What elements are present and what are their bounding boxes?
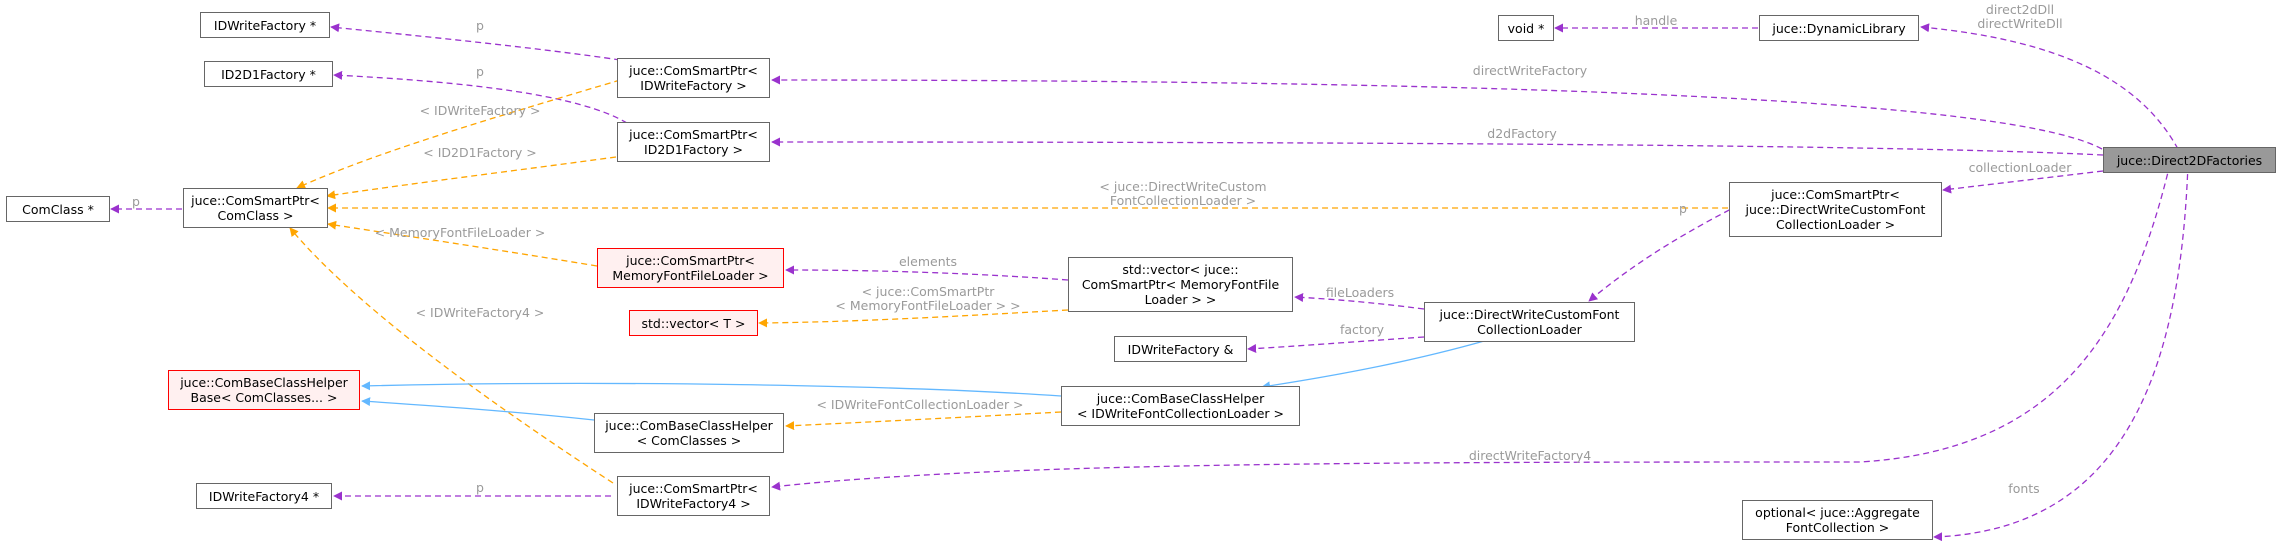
node-text: ComClass > [217,208,294,223]
node-direct2d-factories[interactable]: juce::Direct2DFactories [2103,147,2276,173]
node-dynamic-library[interactable]: juce::DynamicLibrary [1759,15,1919,41]
edge-factory [1247,336,1425,354]
node-combaseclasshelperbase[interactable]: juce::ComBaseClassHelper Base< ComClasse… [168,370,360,410]
node-id2d1factory-ptr[interactable]: ID2D1Factory * [204,61,333,87]
node-comsmartptr-idwritefactory4[interactable]: juce::ComSmartPtr< IDWriteFactory4 > [617,476,770,516]
node-text: ComClass * [22,201,94,217]
node-text: FontCollection > [1785,520,1890,535]
edge-tmpl-comsmartptr-memloader [758,309,1069,328]
edge-collectionloader [1942,170,2104,194]
edge-label-template: < IDWriteFactory > [419,103,541,118]
node-comclass-ptr[interactable]: ComClass * [6,196,110,222]
node-std-vector-t[interactable]: std::vector< T > [629,310,758,336]
node-text: std::vector< T > [641,315,746,331]
edge-label-p: p [476,64,484,79]
node-text: ID2D1Factory > [644,142,743,157]
edge-label-directwritefactory: directWriteFactory [1472,63,1588,78]
edge-label-p: p [132,194,140,209]
node-directwrite-customfontcollectionloader[interactable]: juce::DirectWriteCustomFont CollectionLo… [1424,302,1635,342]
node-text: juce::ComSmartPtr< [1771,187,1900,202]
edge-label-elements: elements [898,254,958,269]
node-text: void * [1507,20,1545,36]
edge-label-p: p [476,480,484,495]
edge-inherit-collectionloader [1261,336,1499,391]
edge-tmpl-idwritefactory [296,79,621,189]
edge-label-handle: handle [1634,13,1678,28]
node-combaseclasshelper-idwritefontcollectionloader[interactable]: juce::ComBaseClassHelper < IDWriteFontCo… [1061,386,1300,426]
edge-d2dfactory [771,137,2104,156]
node-idwritefactory4-ptr[interactable]: IDWriteFactory4 * [196,483,332,509]
node-text: IDWriteFactory * [213,17,317,33]
node-text: IDWriteFactory & [1127,341,1234,357]
edge-label-direct2ddll: direct2dDll directWriteDll [1977,2,2063,31]
edge-label-template: < MemoryFontFileLoader > [374,225,546,240]
edge-tmpl-memloader [327,220,598,267]
edge-label-template: < juce::DirectWriteCustom FontCollection… [1099,179,1267,208]
node-text: < ComClasses > [636,433,742,448]
edge-label-d2dfactory: d2dFactory [1487,126,1557,141]
edge-label-fonts: fonts [2008,481,2040,496]
node-text: juce::ComSmartPtr< [626,253,755,268]
node-text: juce::ComBaseClassHelper [605,418,773,433]
node-text: juce::Direct2DFactories [2116,152,2263,168]
node-text: Loader > > [1144,292,1217,307]
edge-tmpl-id2d1factory [326,156,617,200]
edge-label-template: < ID2D1Factory > [423,145,537,160]
node-text: IDWriteFactory > [640,78,747,93]
edge-inherit-base-from-collectionloaderhelper [361,381,1062,397]
node-comsmartptr-idwritefactory[interactable]: juce::ComSmartPtr< IDWriteFactory > [617,58,770,98]
node-text: juce::ComSmartPtr< [629,127,758,142]
node-combaseclasshelper-comclasses[interactable]: juce::ComBaseClassHelper < ComClasses > [594,413,784,453]
edge-inherit-base-from-comclasses [361,397,595,421]
edge-elements [785,265,1069,281]
node-void-ptr[interactable]: void * [1498,15,1554,41]
node-text: juce::DirectWriteCustomFont [1745,202,1926,217]
node-comsmartptr-customfontcollectionloader[interactable]: juce::ComSmartPtr< juce::DirectWriteCust… [1729,182,1942,237]
edge-label-collectionloader: collectionLoader [1968,160,2072,175]
edge-fonts [1933,163,2189,542]
edge-label-directwritefactory4: directWriteFactory4 [1468,448,1592,463]
node-text: optional< juce::Aggregate [1755,505,1920,520]
node-idwritefactory-ptr[interactable]: IDWriteFactory * [200,12,330,38]
node-text: juce::DirectWriteCustomFont [1439,307,1620,322]
edge-label-template: < IDWriteFontCollectionLoader > [816,397,1024,412]
node-text: juce::ComSmartPtr< [629,63,758,78]
node-idwritefactory-ref[interactable]: IDWriteFactory & [1114,336,1247,362]
edge-p-id2d1factory [333,70,628,124]
node-optional-aggregate-fontcollection[interactable]: optional< juce::Aggregate FontCollection… [1742,500,1933,540]
node-text: ID2D1Factory * [221,66,316,82]
edge-directwritefactory [771,75,2103,150]
node-text: CollectionLoader > [1775,217,1896,232]
node-text: Base< ComClasses... > [190,390,338,405]
edge-direct2ddll [1920,23,2179,150]
node-text: ComSmartPtr< MemoryFontFile [1081,277,1280,292]
node-text: std::vector< juce:: [1122,262,1239,277]
edge-label-factory: factory [1339,322,1385,337]
edge-label-p: p [476,18,484,33]
node-text: IDWriteFactory4 * [208,488,320,504]
node-text: IDWriteFactory4 > [636,496,751,511]
edge-label-fileloaders: fileLoaders [1325,285,1395,300]
node-comsmartptr-memoryfontfileloader[interactable]: juce::ComSmartPtr< MemoryFontFileLoader … [597,248,784,288]
node-text: juce::ComBaseClassHelper [1096,391,1265,406]
node-comsmartptr-id2d1factory[interactable]: juce::ComSmartPtr< ID2D1Factory > [617,122,770,162]
node-text: MemoryFontFileLoader > [612,268,769,283]
edge-label-p: p [1679,201,1687,216]
edge-label-template: < IDWriteFactory4 > [415,305,545,320]
edge-fileloaders [1294,292,1425,310]
node-text: CollectionLoader [1477,322,1582,337]
node-text: juce::ComSmartPtr< [191,193,320,208]
node-comsmartptr-comclass[interactable]: juce::ComSmartPtr< ComClass > [183,188,328,228]
node-text: juce::ComBaseClassHelper [180,375,348,390]
node-text: < IDWriteFontCollectionLoader > [1076,406,1285,421]
edge-p-idwritefactory [330,23,621,61]
node-text: juce::DynamicLibrary [1772,20,1906,36]
edge-label-template: < juce::ComSmartPtr < MemoryFontFileLoad… [835,284,1021,313]
edge-tmpl-idwritefontcollectionloader [785,411,1062,431]
node-text: juce::ComSmartPtr< [629,481,758,496]
node-std-vector-comsmartptr[interactable]: std::vector< juce:: ComSmartPtr< MemoryF… [1068,257,1293,312]
edge-tmpl-idwritefactory4 [289,227,614,484]
